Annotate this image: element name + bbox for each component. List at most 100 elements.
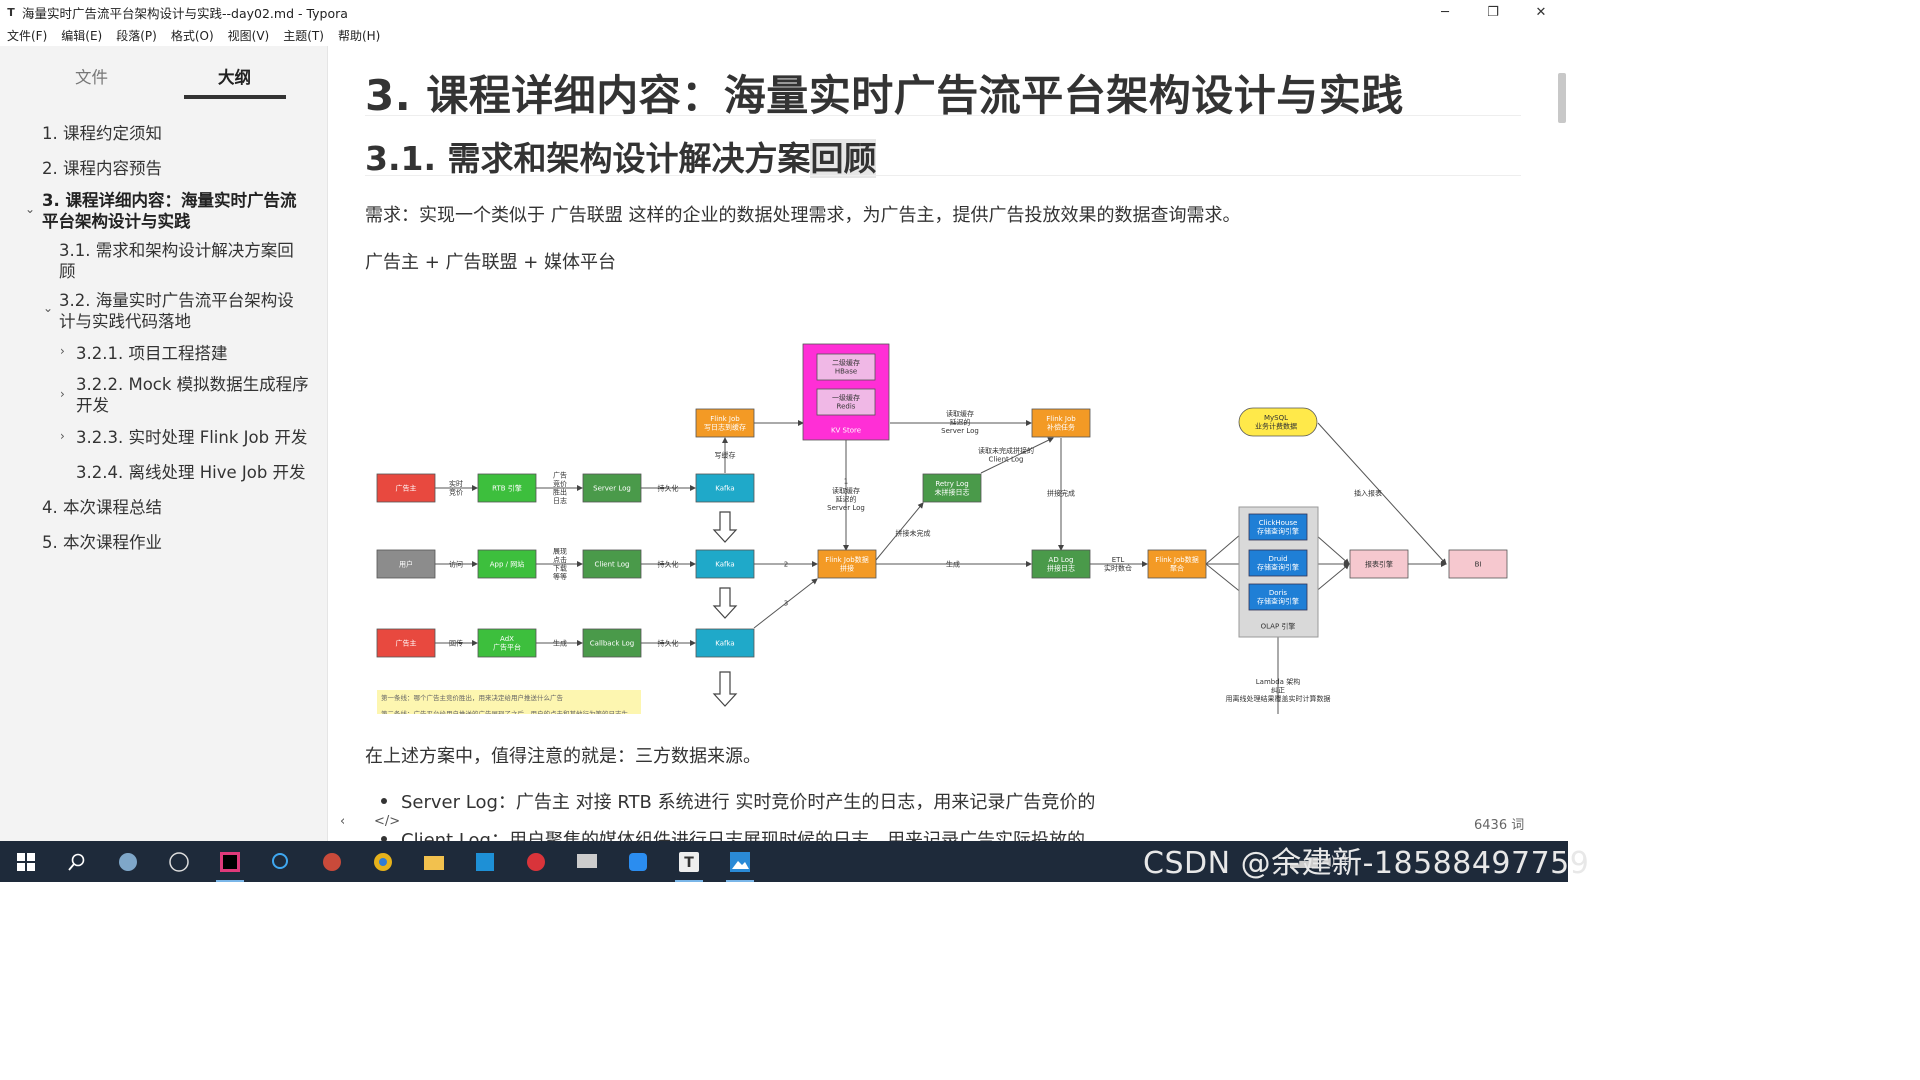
source-mode-icon[interactable]: </> xyxy=(374,814,401,829)
photos-icon[interactable] xyxy=(722,846,758,882)
server-log-node-label: Server Log xyxy=(593,484,631,492)
outline-item-5[interactable]: 5. 本次课程作业 xyxy=(42,533,162,552)
app-icon-search-globe[interactable] xyxy=(263,846,299,878)
flink-job-compensate-node xyxy=(1031,408,1091,438)
active-tab-indicator xyxy=(184,95,286,99)
flink-job-aggregate-node xyxy=(1147,549,1207,579)
edge-label: 写缓存 xyxy=(715,450,736,459)
list-item: Server Log：广告主 对接 RTB 系统进行 实时竞价时产生的日志，用来… xyxy=(381,788,1095,814)
chevron-down-icon[interactable]: ⌄ xyxy=(25,202,36,216)
outline-item-3-2-3[interactable]: 3.2.3. 实时处理 Flink Job 开发 xyxy=(76,428,308,447)
outline-item-3-2-4[interactable]: 3.2.4. 离线处理 Hive Job 开发 xyxy=(76,463,306,482)
tab-files[interactable]: 文件 xyxy=(75,68,108,87)
menu-edit[interactable]: 编辑(E) xyxy=(61,28,103,43)
typora-taskbar-icon[interactable]: T xyxy=(671,846,707,882)
outline-item-2[interactable]: 2. 课程内容预告 xyxy=(42,159,162,178)
outline-item-3-1[interactable]: 3.1. 需求和架构设计解决方案回顾 xyxy=(59,241,294,281)
chevron-down-icon[interactable]: ⌄ xyxy=(43,301,54,315)
callback-log-node xyxy=(582,628,642,658)
windows-start-icon[interactable] xyxy=(8,846,44,878)
user-node xyxy=(376,549,436,579)
edge-label: 回传 xyxy=(449,638,463,647)
kafka-node-label: Kafka xyxy=(715,560,734,568)
mysql-node xyxy=(1238,407,1318,437)
outline-item-4[interactable]: 4. 本次课程总结 xyxy=(42,498,162,517)
menu-view[interactable]: 视图(V) xyxy=(227,28,270,43)
scrollbar[interactable] xyxy=(1552,46,1568,841)
kafka-node-label: Kafka xyxy=(715,484,734,492)
heading-2-selection: 回顾 xyxy=(810,139,877,178)
menu-file[interactable]: 文件(F) xyxy=(7,28,48,43)
intellij-idea-icon[interactable] xyxy=(212,846,248,882)
menu-format[interactable]: 格式(O) xyxy=(170,28,214,43)
minimize-button[interactable]: ─ xyxy=(1441,4,1449,20)
typora-app-icon: T xyxy=(7,5,15,19)
chevron-right-icon[interactable]: › xyxy=(60,429,65,443)
app-icon-monitor[interactable] xyxy=(569,846,605,878)
note-line: 第二条线：广告平台给用户推送的广告展现了之后，用户的点击和其他行为等的日志生成 xyxy=(381,709,629,714)
chevron-right-icon[interactable]: › xyxy=(60,344,65,358)
file-explorer-icon[interactable] xyxy=(416,846,452,878)
flink-job-write-cache-node xyxy=(695,408,755,438)
kafka-node xyxy=(695,549,755,579)
edge-label: 持久化 xyxy=(658,638,679,647)
app-icon-network[interactable] xyxy=(161,846,197,878)
outline-item-3[interactable]: 3. 课程详细内容：海量实时广告流平台架构设计与实践 xyxy=(42,191,297,231)
edge-label: 插入报表 xyxy=(1354,488,1382,497)
flink-job-aggregate-node-label: Flink Job数据聚合 xyxy=(1155,555,1198,573)
input-method-icon[interactable]: 中 xyxy=(1339,854,1352,868)
scrollbar-thumb[interactable] xyxy=(1558,73,1566,123)
report-engine-node-label: 报表引擎 xyxy=(1365,559,1393,568)
menu-help[interactable]: 帮助(H) xyxy=(337,28,381,43)
menu-theme[interactable]: 主题(T) xyxy=(283,28,324,43)
outline-item-1[interactable]: 1. 课程约定须知 xyxy=(42,124,162,143)
callback-log-node-label: Callback Log xyxy=(590,639,634,647)
heading-divider xyxy=(365,175,1521,176)
app-icon-bird[interactable] xyxy=(110,846,146,878)
chevron-right-icon[interactable]: › xyxy=(60,387,65,401)
menu-bar: 文件(F) 编辑(E) 段落(P) 格式(O) 视图(V) 主题(T) 帮助(H… xyxy=(0,24,1568,46)
toggle-sidebar-icon[interactable]: ‹ xyxy=(340,814,346,829)
word-count[interactable]: 6436 词 xyxy=(1474,818,1525,833)
redis-cache-node xyxy=(816,388,876,416)
editor-content[interactable]: 3. 课程详细内容：海量实时广告流平台架构设计与实践 3.1. 需求和架构设计解… xyxy=(329,46,1552,841)
wifi-icon[interactable]: ▂▄▆ xyxy=(1290,854,1318,868)
close-button[interactable]: ✕ xyxy=(1535,4,1547,20)
menu-paragraph[interactable]: 段落(P) xyxy=(116,28,157,43)
app-icon-store[interactable] xyxy=(467,846,503,878)
edge-label: 持久化 xyxy=(658,559,679,568)
chrome-icon[interactable] xyxy=(365,846,401,878)
advertiser-node-label: 广告主 xyxy=(396,483,417,492)
heading-divider xyxy=(365,115,1521,116)
log-list: Server Log：广告主 对接 RTB 系统进行 实时竞价时产生的日志，用来… xyxy=(381,788,1095,841)
system-tray[interactable]: ▂▄▆ ◀) 中 xyxy=(1290,852,1351,869)
kafka-node xyxy=(695,473,755,503)
outline-item-3-2-1[interactable]: 3.2.1. 项目工程搭建 xyxy=(76,344,228,363)
outline-item-3-2[interactable]: 3.2. 海量实时广告流平台架构设计与实践代码落地 xyxy=(59,291,294,331)
restore-button[interactable]: ❐ xyxy=(1487,4,1499,20)
outline-item-3-2-2[interactable]: 3.2.2. Mock 模拟数据生成程序开发 xyxy=(76,375,309,415)
search-icon[interactable] xyxy=(59,846,95,878)
edge-label: 2 xyxy=(784,560,788,568)
csdn-watermark: CSDN @余建新-18588497759 xyxy=(1143,846,1590,881)
app-icon-feishu[interactable] xyxy=(620,846,656,878)
tab-outline[interactable]: 大纲 xyxy=(218,68,251,87)
retry-log-node xyxy=(922,473,982,503)
client-log-node-label: Client Log xyxy=(595,560,630,568)
note-line: 第一条线：哪个广告主竞价胜出，用来决定给用户推送什么广告 xyxy=(381,693,564,702)
heading-2-text: 3.1. 需求和架构设计解决方案 xyxy=(365,139,811,178)
netease-music-icon[interactable] xyxy=(518,846,554,878)
edge-label: 生成 xyxy=(553,638,567,647)
app-icon-media[interactable] xyxy=(314,846,350,878)
client-log-node xyxy=(582,549,642,579)
volume-icon[interactable]: ◀) xyxy=(1321,854,1336,868)
edge-label: Lambda 架构纠正用离线处理结果覆盖实时计算数据 xyxy=(1226,677,1331,703)
